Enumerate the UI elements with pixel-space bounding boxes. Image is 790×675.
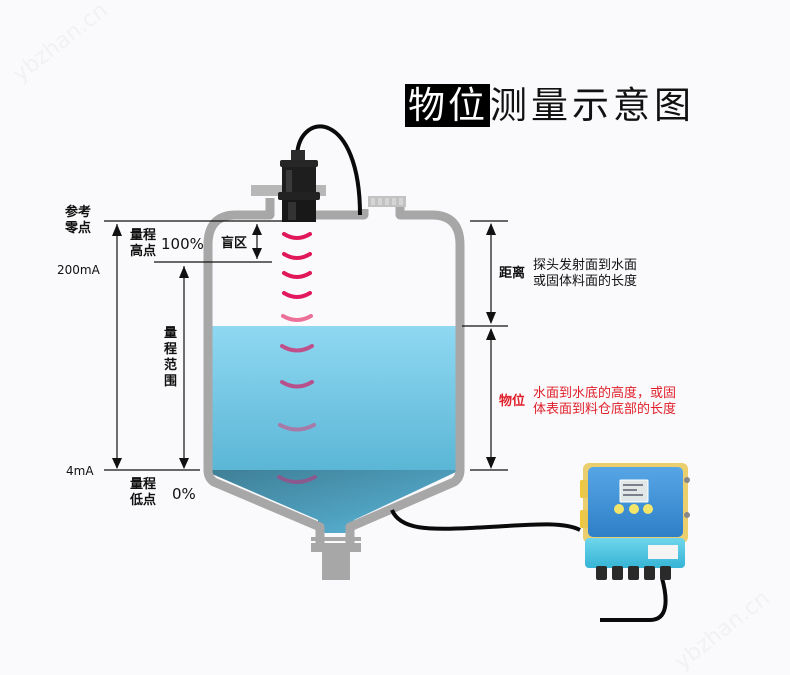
distance-description: 探头发射面到水面 或固体料面的长度	[533, 258, 637, 290]
wave-arc	[278, 423, 316, 432]
range-low-percent: 0%	[172, 485, 196, 503]
current-high-label: 200mA	[57, 263, 100, 277]
reference-zero-label: 参考 零点	[65, 205, 91, 237]
title-highlight: 物位	[405, 84, 490, 127]
output-cable	[600, 577, 668, 622]
liquid	[212, 326, 456, 533]
wave-arc	[282, 232, 312, 240]
reference-zero-line1: 参考	[65, 205, 92, 220]
sensor-cable	[295, 124, 362, 216]
blind-zone-label: 盲区	[221, 236, 248, 251]
level-description: 水面到水底的高度，或固 体表面到料仓底部的长度	[533, 386, 676, 418]
wave-arc	[282, 271, 312, 279]
side-port-flange-ribs	[371, 198, 403, 205]
right-arrowheads	[486, 223, 496, 469]
title-rest: 测量示意图	[490, 84, 695, 127]
right-dimension-lines	[462, 220, 508, 471]
range-high-label: 量程 高点	[130, 228, 156, 260]
level-desc-line1: 水面到水底的高度，或固	[533, 386, 677, 401]
level-desc-line2: 体表面到料仓底部的长度	[533, 402, 677, 417]
range-low-line2: 低点	[130, 493, 157, 508]
current-low-label: 4mA	[66, 464, 94, 478]
wave-arc	[280, 380, 314, 389]
ultrasonic-probe-icon	[278, 150, 320, 222]
outlet-flange-top	[311, 537, 361, 541]
wave-arc	[277, 475, 317, 484]
wave-arc	[282, 291, 312, 299]
range-low-label: 量程 低点	[130, 477, 156, 509]
wave-arc	[281, 314, 313, 322]
left-dimension-lines	[104, 220, 286, 471]
dimension-arrowheads	[112, 224, 262, 469]
range-high-line1: 量程	[130, 228, 157, 243]
reference-zero-line2: 零点	[65, 221, 92, 236]
outlet-pipe	[322, 552, 350, 580]
distance-desc-line2: 或固体料面的长度	[533, 274, 638, 289]
wave-arc	[282, 252, 312, 260]
range-high-percent: 100%	[161, 235, 204, 253]
page-title: 物位测量示意图	[405, 84, 695, 128]
ultrasonic-waves	[277, 232, 317, 484]
level-label: 物位	[499, 394, 526, 409]
controller-cable	[390, 509, 581, 532]
range-span-label: 量程范围	[164, 326, 178, 389]
outlet-flange	[311, 543, 361, 552]
level-transmitter-controller-icon	[580, 463, 690, 580]
distance-label: 距离	[499, 266, 526, 281]
distance-desc-line1: 探头发射面到水面	[533, 258, 638, 273]
range-low-line1: 量程	[130, 477, 157, 492]
wave-arc	[280, 344, 314, 353]
range-high-line2: 高点	[130, 244, 157, 259]
